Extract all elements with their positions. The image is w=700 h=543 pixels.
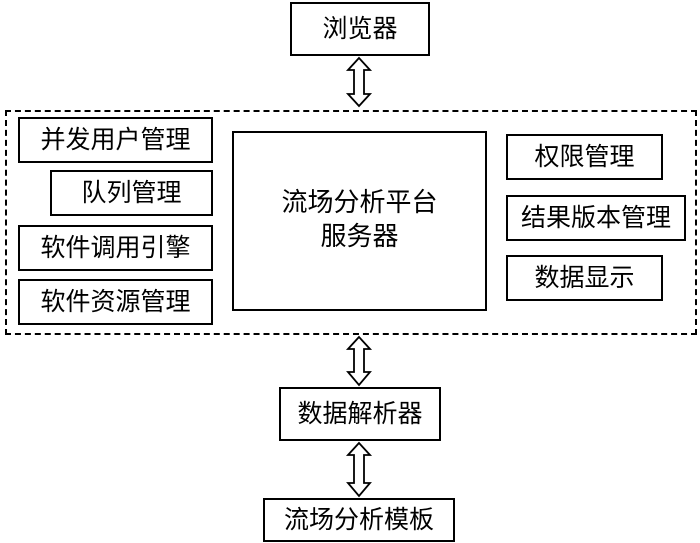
browser-label: 浏览器 <box>322 14 398 43</box>
double-arrow-browser-to-platform <box>345 56 373 108</box>
data-parser-box: 数据解析器 <box>279 387 441 441</box>
double-arrow-platform-to-parser <box>345 335 373 387</box>
concurrent-user-management-label: 并发用户管理 <box>40 125 191 154</box>
platform-server-label: 流场分析平台 服务器 <box>281 188 438 252</box>
flow-analysis-template-label: 流场分析模板 <box>283 505 434 534</box>
browser-box: 浏览器 <box>290 2 430 56</box>
double-arrow-parser-to-template <box>345 441 373 498</box>
platform-server-box: 流场分析平台 服务器 <box>232 131 487 311</box>
permission-management-label: 权限管理 <box>534 142 635 171</box>
result-version-management-box: 结果版本管理 <box>506 195 686 241</box>
data-parser-label: 数据解析器 <box>297 399 423 428</box>
concurrent-user-management-box: 并发用户管理 <box>18 117 213 163</box>
platform-group-boundary <box>5 110 697 335</box>
permission-management-box: 权限管理 <box>506 134 663 180</box>
queue-management-box: 队列管理 <box>50 170 213 216</box>
flow-analysis-template-box: 流场分析模板 <box>263 498 455 542</box>
queue-management-label: 队列管理 <box>81 178 182 207</box>
software-call-engine-label: 软件调用引擎 <box>40 233 191 262</box>
software-resource-management-box: 软件资源管理 <box>18 279 213 325</box>
software-call-engine-box: 软件调用引擎 <box>18 225 213 271</box>
data-display-box: 数据显示 <box>506 255 663 301</box>
software-resource-management-label: 软件资源管理 <box>40 287 191 316</box>
result-version-management-label: 结果版本管理 <box>520 203 671 232</box>
data-display-label: 数据显示 <box>534 263 635 292</box>
